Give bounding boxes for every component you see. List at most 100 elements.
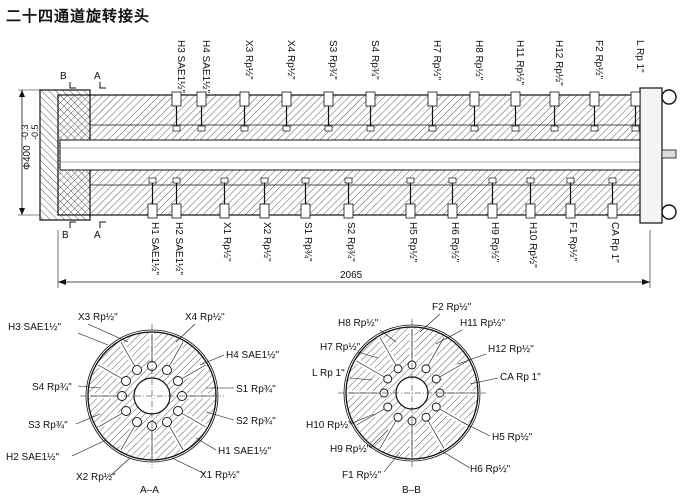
bb-hole-1 [421, 364, 431, 374]
section-bb: B–B F2 Rp½" H8 Rp½" H11 Rp½" H7 Rp½" L R… [306, 302, 541, 496]
aa-label-h2: H2 SAE1½" [6, 452, 59, 463]
bb-channel-edge-5 [425, 417, 445, 449]
top-port-seal-2 [240, 125, 249, 132]
top-port-3 [281, 91, 292, 107]
top-port-label-10: F2 Rp½" [593, 40, 604, 80]
top-port-1 [196, 91, 207, 107]
bottom-port-label-0: H1 SAE1½" [149, 222, 160, 275]
aa-label-h1: H1 SAE1½" [218, 446, 271, 457]
bb-label-f2: F2 Rp½" [432, 302, 472, 313]
bb-hole-10 [383, 374, 393, 384]
top-port-label-8: H11 Rp½" [514, 40, 525, 86]
aa-channel-edge-7 [120, 421, 138, 450]
bb-label-h8: H8 Rp½" [338, 318, 379, 329]
bb-hole-5 [421, 412, 431, 422]
right-end-cap [639, 87, 663, 224]
bottom-port-11 [607, 203, 618, 219]
aa-label-h4: H4 SAE1½" [226, 350, 279, 361]
aa-channel-edge-2 [177, 364, 206, 382]
top-port-seal-4 [324, 125, 333, 132]
aa-label-h3: H3 SAE1½" [8, 322, 61, 333]
top-port-label-7: H8 Rp½" [473, 40, 484, 81]
bb-label-h11: H11 Rp½" [460, 318, 506, 329]
top-port-4 [323, 91, 334, 107]
bottom-port-label-4: S1 Rp¾" [302, 222, 313, 262]
bottom-port-label-9: H10 Rp½" [527, 222, 538, 268]
aa-hole-4 [173, 406, 183, 416]
bottom-port-label-7: H6 Rp½" [449, 222, 460, 263]
section-bb-caption: B–B [402, 485, 421, 496]
top-port-label-9: H12 Rp½" [553, 40, 564, 86]
section-b-bottom: B [62, 230, 69, 241]
bottom-port-seal-11 [608, 177, 617, 184]
aa-label-s4: S4 Rp¾" [32, 382, 72, 393]
top-port-label-2: X3 Rp½" [243, 40, 254, 80]
bb-channel-edge-2 [436, 360, 468, 380]
aa-hole-1 [162, 365, 172, 375]
bb-channel-edge-11 [379, 337, 399, 369]
diameter-label: Φ400 [22, 145, 33, 170]
aa-hole-11 [132, 365, 142, 375]
tolerance-upper: -0.3 [20, 124, 30, 140]
aa-hole-8 [121, 406, 131, 416]
top-port-seal-0 [172, 125, 181, 132]
bottom-port-seal-9 [526, 177, 535, 184]
port-markers [147, 91, 641, 219]
bb-channel-edge-7 [379, 417, 399, 449]
bb-hole-8 [383, 402, 393, 412]
aa-label-s3: S3 Rp¾" [28, 420, 68, 431]
aa-hole-5 [162, 417, 172, 427]
top-port-seal-7 [470, 125, 479, 132]
top-port-seal-5 [366, 125, 375, 132]
bottom-port-label-5: S2 Rp¾" [345, 222, 356, 262]
section-aa: A–A H3 SAE1½" S4 Rp¾" S3 Rp¾" H2 SAE1½" … [6, 312, 279, 496]
aa-channel-edge-4 [177, 410, 206, 428]
aa-hole-10 [121, 376, 131, 386]
aa-hole-2 [173, 376, 183, 386]
bb-label-f1: F1 Rp½" [342, 470, 382, 481]
top-port-label-4: S3 Rp¾" [327, 40, 338, 80]
page-title: 二十四通道旋转接头 [6, 7, 151, 25]
bottom-port-6 [405, 203, 416, 219]
bottom-port-seal-5 [344, 177, 353, 184]
bottom-port-7 [447, 203, 458, 219]
bb-hole-4 [431, 402, 441, 412]
bottom-port-seal-3 [260, 177, 269, 184]
top-port-label-3: X4 Rp½" [285, 40, 296, 80]
bottom-port-seal-10 [566, 177, 575, 184]
bottom-port-label-11: CA Rp 1" [609, 222, 620, 263]
bottom-port-label-10: F1 Rp½" [567, 222, 578, 262]
aa-label-x1: X1 Rp½" [200, 470, 240, 481]
bb-label-h7: H7 Rp½" [320, 342, 361, 353]
bottom-port-label-3: X2 Rp½" [261, 222, 272, 262]
length-label: 2065 [340, 270, 363, 281]
section-a-bottom: A [94, 230, 101, 241]
bottom-port-seal-0 [148, 177, 157, 184]
bb-label-h10: H10 Rp½" [306, 420, 352, 431]
bb-channel-edge-10 [356, 360, 388, 380]
bb-hole-11 [393, 364, 403, 374]
aa-hole-7 [132, 417, 142, 427]
top-lifting-eye [661, 89, 677, 105]
bb-label-h9: H9 Rp½" [330, 444, 371, 455]
aa-channel-edge-10 [98, 364, 127, 382]
section-aa-caption: A–A [140, 485, 159, 496]
bottom-port-label-2: X1 Rp½" [221, 222, 232, 262]
bottom-port-seal-7 [448, 177, 457, 184]
top-port-10 [589, 91, 600, 107]
top-port-11 [630, 91, 641, 107]
bb-channel-edge-1 [425, 337, 445, 369]
bottom-port-seal-4 [301, 177, 310, 184]
section-b-top: B [60, 71, 67, 82]
tolerance-lower: -0.5 [30, 124, 40, 140]
aa-channel-edge-8 [98, 410, 127, 428]
section-a-top: A [94, 71, 101, 82]
center-bore [59, 139, 651, 171]
top-port-9 [549, 91, 560, 107]
bottom-port-seal-2 [220, 177, 229, 184]
bottom-port-2 [219, 203, 230, 219]
aa-label-s2: S2 Rp¾" [236, 416, 276, 427]
bottom-port-seal-8 [488, 177, 497, 184]
bb-label-l: L Rp 1" [312, 368, 345, 379]
